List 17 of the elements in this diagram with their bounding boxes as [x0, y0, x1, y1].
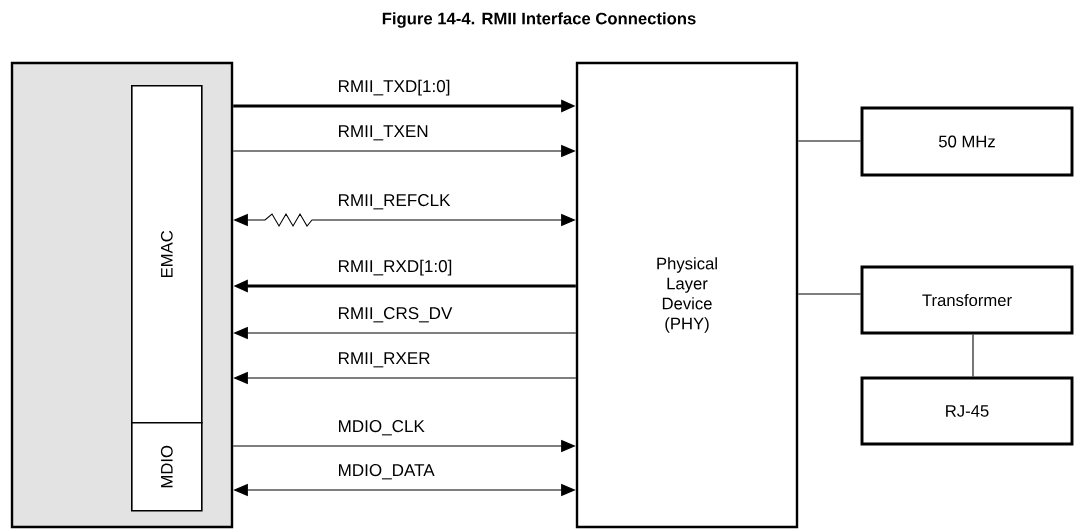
- signal-label: RMII_RXER: [339, 352, 430, 368]
- connector-line: [972, 333, 974, 378]
- signal-label: MDIO_DATA: [339, 464, 435, 480]
- component-box: Transformer: [860, 265, 1074, 335]
- signal-label: RMII_CRS_DV: [339, 307, 453, 323]
- connector-line: [797, 140, 862, 142]
- component-box: 50 MHz: [860, 106, 1074, 177]
- module-block: MDIO: [131, 422, 203, 512]
- figure-title: Figure 14-4. RMII Interface Connections: [382, 12, 696, 28]
- connector-line: [797, 293, 862, 295]
- component-box: Physical Layer Device (PHY): [575, 61, 799, 529]
- signal-label: MDIO_CLK: [339, 420, 425, 436]
- component-box: RJ-45: [860, 376, 1074, 446]
- signal-label: RMII_TXD[1:0]: [339, 79, 450, 96]
- signal-label: RMII_RXD[1:0]: [339, 259, 452, 276]
- signal-label: RMII_TXEN: [339, 125, 428, 141]
- signal-label: RMII_REFCLK: [339, 194, 451, 210]
